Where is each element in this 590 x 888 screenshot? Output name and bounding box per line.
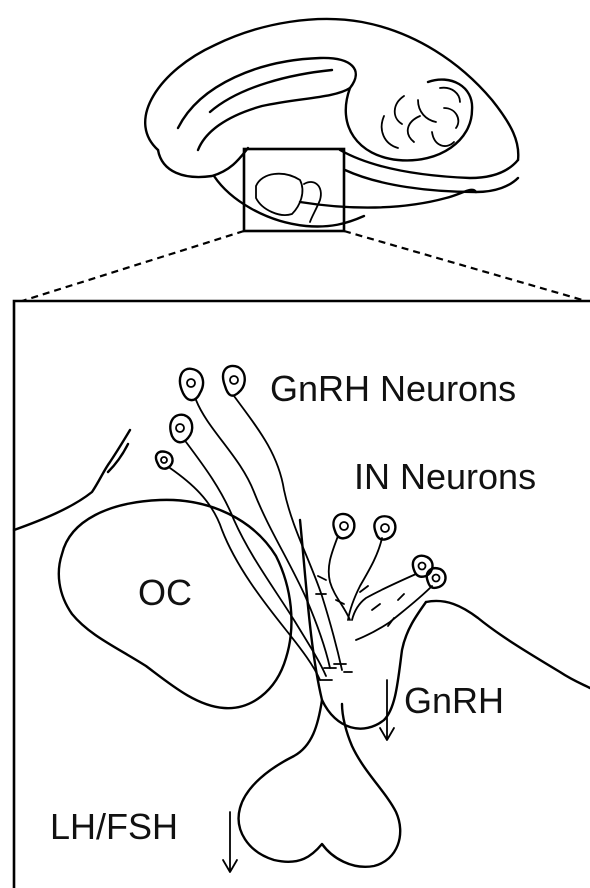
lh-fsh-label: LH/FSH [50, 806, 178, 847]
zoom-selection-box [244, 149, 344, 231]
zoom-line-right [344, 231, 586, 301]
gnrh-release-arrow [380, 680, 394, 740]
in-neuron-cell [427, 568, 446, 588]
gnrh-neuron-cell [180, 369, 203, 400]
gnrh-label: GnRH [404, 680, 504, 721]
in-neuron-cell [374, 516, 395, 539]
in-neuron-cells [333, 514, 445, 588]
in-neurons-label: IN Neurons [354, 456, 536, 497]
gnrh-neuron-cell [170, 415, 192, 443]
gnrh-neurons-label: GnRH Neurons [270, 368, 516, 409]
lh-fsh-release-arrow [223, 812, 237, 872]
optic-chiasm-label: OC [138, 572, 192, 613]
zoom-line-left [22, 231, 244, 301]
in-neuron-processes [316, 536, 432, 640]
gnrh-neuron-cell [223, 366, 245, 396]
in-neuron-cell [333, 514, 354, 538]
brain-sagittal-sketch [145, 19, 518, 227]
hypothalamus-zoom [14, 366, 590, 872]
gnrh-neuron-cell [156, 452, 173, 469]
